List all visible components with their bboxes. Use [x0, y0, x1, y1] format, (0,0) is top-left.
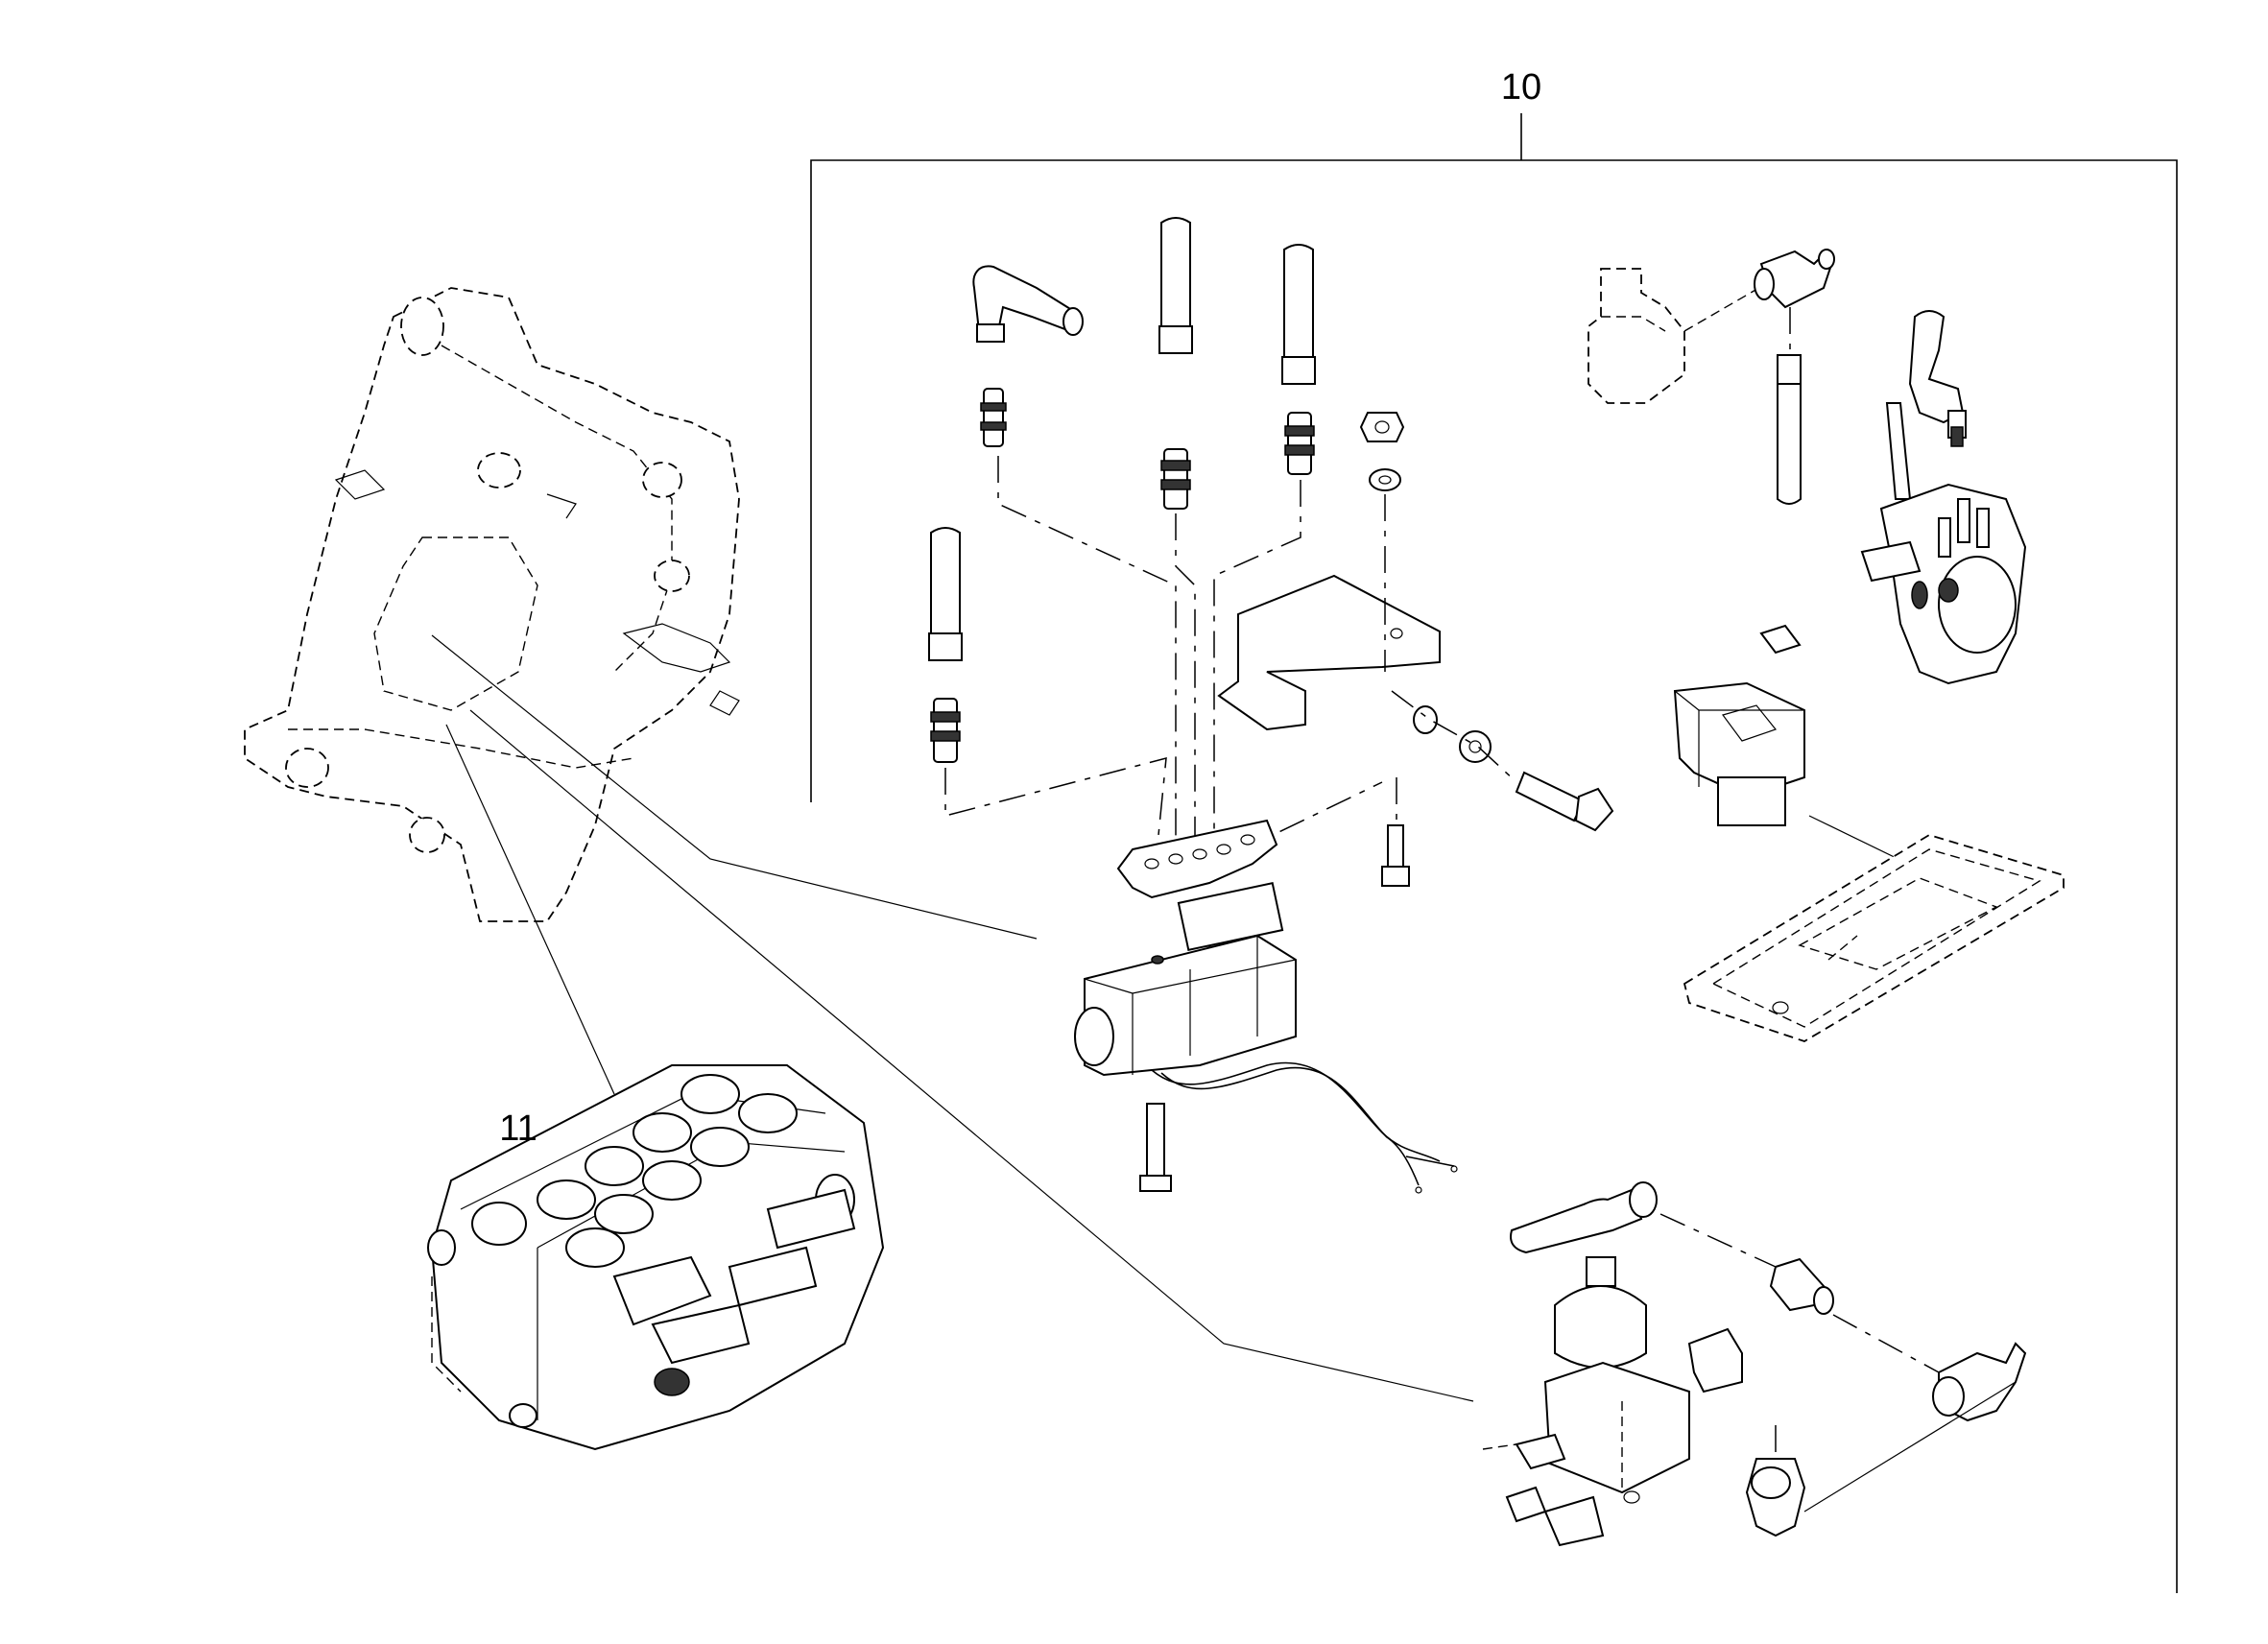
- joystick-handle[interactable]: [1908, 310, 1967, 447]
- assembly-lines: [944, 456, 1517, 855]
- elbow-fitting-lower[interactable]: [1745, 1458, 1806, 1537]
- joystick-controller[interactable]: [1860, 402, 2027, 685]
- lower-assembly-lines: [1659, 1213, 2017, 1513]
- control-valve-block[interactable]: [427, 1064, 885, 1451]
- manifold-plate[interactable]: [1116, 819, 1278, 899]
- straight-hose-fitting-1[interactable]: [1158, 217, 1193, 510]
- assembly-10-bracket: [810, 159, 2178, 1593]
- elbow-hose-fitting[interactable]: [972, 265, 1084, 447]
- lower-hose-elbow[interactable]: [1510, 1181, 1658, 1254]
- nut[interactable]: [1359, 412, 1405, 442]
- flat-washer[interactable]: [1459, 730, 1492, 763]
- solenoid-valve[interactable]: [1074, 881, 1297, 1077]
- svg-text:11: 11: [499, 1108, 537, 1149]
- callout-10[interactable]: 10: [1501, 67, 1541, 160]
- wiring-harness[interactable]: [1151, 1061, 1458, 1194]
- mounting-bracket[interactable]: [1217, 574, 1441, 731]
- bolt-large[interactable]: [1515, 771, 1614, 832]
- bolt-lower[interactable]: [1139, 1103, 1172, 1192]
- washer[interactable]: [1369, 468, 1401, 491]
- adapter-fitting[interactable]: [1769, 1257, 1834, 1315]
- straight-hose-fitting-3[interactable]: [928, 527, 963, 763]
- relay-block[interactable]: [1588, 268, 1777, 404]
- loader-frame: [244, 287, 740, 922]
- lock-washer[interactable]: [1413, 705, 1438, 734]
- tee-fitting[interactable]: [1754, 249, 1835, 505]
- rocker-switch[interactable]: [1673, 624, 1805, 826]
- bolt-small[interactable]: [1381, 824, 1410, 887]
- svg-text:10: 10: [1501, 67, 1541, 107]
- switch-panel-plate[interactable]: [1683, 834, 2065, 1042]
- straight-hose-fitting-2[interactable]: [1281, 244, 1316, 475]
- accumulator-valve[interactable]: [1482, 1256, 1743, 1547]
- callout-11[interactable]: 11: [499, 1108, 537, 1149]
- tee-fitting-lower[interactable]: [1932, 1342, 2027, 1422]
- leader-lines: [431, 634, 1474, 1402]
